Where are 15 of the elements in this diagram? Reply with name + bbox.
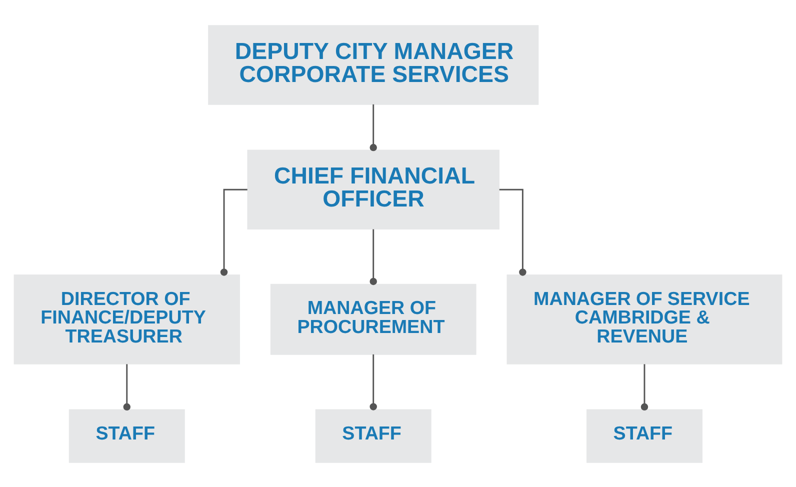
node-box: STAFF <box>315 408 432 462</box>
connector <box>220 188 248 276</box>
connector <box>640 364 648 410</box>
connector <box>370 354 377 410</box>
node-box: MANAGER OF PROCUREMENT <box>270 283 476 354</box>
node-box: CHIEF FINANCIAL OFFICER <box>247 149 500 229</box>
node-box: DEPUTY CITY MANAGER CORPORATE SERVICES <box>208 24 539 104</box>
connector <box>499 188 526 276</box>
connector <box>123 364 130 410</box>
node-box: DIRECTOR OF FINANCE/DEPUTY TREASURER <box>14 274 240 364</box>
connector <box>370 228 377 285</box>
connector <box>370 104 377 151</box>
node-box: STAFF <box>68 408 185 462</box>
node-box: STAFF <box>586 408 702 462</box>
node-box: MANAGER OF SERVICE CAMBRIDGE & REVENUE <box>506 274 782 364</box>
